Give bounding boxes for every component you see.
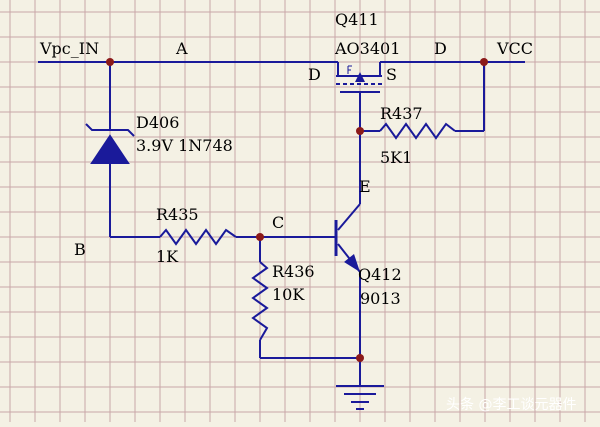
junction-vcc — [480, 58, 488, 66]
label-q411-part: AO3401 — [334, 39, 400, 58]
transistor-q412-symbol — [334, 203, 361, 273]
label-node-c: C — [272, 213, 284, 232]
label-r436-ref: R436 — [272, 262, 315, 281]
junction-dots — [106, 58, 488, 362]
label-node-e: E — [359, 177, 371, 196]
label-node-d-top: D — [434, 39, 447, 58]
label-d406-ref: D406 — [136, 113, 179, 132]
label-d406-part: 3.9V 1N748 — [136, 136, 233, 155]
wires — [38, 61, 525, 386]
label-r436-value: 10K — [272, 285, 305, 304]
label-q411-drain: D — [308, 65, 321, 84]
resistor-r436-symbol — [251, 261, 269, 341]
watermark-text: 头条 @李工谈元器件 — [446, 396, 576, 413]
label-node-b: B — [74, 240, 86, 259]
label-r437-ref: R437 — [380, 104, 423, 123]
labels: Vpc_IN VCC A D B C E Q411 AO3401 D S D40… — [39, 10, 533, 308]
label-r435-value: 1K — [156, 247, 179, 266]
label-node-a: A — [175, 39, 188, 58]
label-vcc: VCC — [496, 39, 533, 58]
label-q411-ref: Q411 — [335, 10, 379, 29]
junction-ground — [356, 354, 364, 362]
label-vpc-in: Vpc_IN — [39, 39, 99, 58]
junction-node-c — [256, 233, 264, 241]
label-r437-value: 5K1 — [380, 148, 412, 167]
mosfet-q411-symbol — [336, 62, 382, 100]
zener-d406-symbol — [85, 123, 135, 164]
label-q412-ref: Q412 — [358, 265, 402, 284]
junction-gate — [356, 127, 364, 135]
label-q412-part: 9013 — [360, 289, 401, 308]
label-q411-source: S — [386, 65, 397, 84]
junction-vpc-in — [106, 58, 114, 66]
ground-symbol — [336, 385, 384, 410]
resistor-r435-symbol — [159, 228, 237, 246]
resistor-r437-symbol — [379, 122, 456, 140]
label-r435-ref: R435 — [156, 205, 199, 224]
